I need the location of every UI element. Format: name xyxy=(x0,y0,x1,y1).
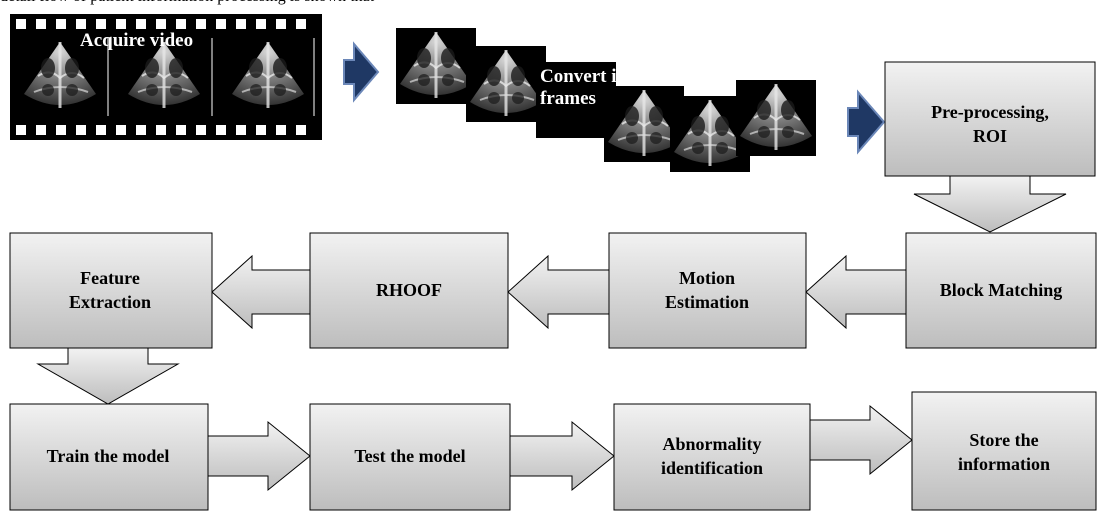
acquire-video-label: Acquire video xyxy=(80,30,193,51)
convert-frames-label-line2: frames xyxy=(540,88,596,109)
feature-extraction-box xyxy=(9,232,213,349)
store-information-box xyxy=(911,391,1097,511)
store-info-label-line2: information xyxy=(958,454,1050,474)
preprocessing-roi-box xyxy=(884,61,1096,177)
arrow-preprocessing-to-block-matching xyxy=(913,175,1067,233)
abnormality-label-line2: identification xyxy=(661,458,763,478)
frame-stack-1-image xyxy=(394,26,478,106)
motion-estimation-label-line1: Motion xyxy=(679,268,735,288)
frame-stack-3-image xyxy=(536,62,616,138)
abnormality-identification-box xyxy=(613,403,811,511)
frame-stack-2-image xyxy=(464,44,548,124)
rhoof-label: RHOOF xyxy=(376,280,442,300)
arrow-video-to-frames xyxy=(343,41,380,103)
arrow-feature-to-train xyxy=(36,347,180,405)
convert-frames-label-line1: Convert into xyxy=(540,66,643,87)
filmstrip-sprocket-holes-top xyxy=(16,19,306,29)
arrow-train-to-test xyxy=(207,420,311,492)
rhoof-box xyxy=(309,232,509,349)
store-info-label-line1: Store the xyxy=(969,430,1038,450)
top-caption-text: detail flow of patient information proce… xyxy=(0,0,1098,8)
train-model-box xyxy=(9,403,209,511)
arrow-test-to-abnormality xyxy=(509,420,615,492)
preprocessing-label-line1: Pre-processing, xyxy=(931,102,1049,122)
preprocessing-label-line2: ROI xyxy=(973,126,1007,146)
arrow-abnormality-to-store xyxy=(809,404,913,476)
feature-extraction-label-line1: Feature xyxy=(80,268,140,288)
frames-stack: Convert into frames xyxy=(394,26,818,174)
motion-estimation-label-line2: Estimation xyxy=(665,292,749,312)
block-matching-label: Block Matching xyxy=(940,280,1063,300)
arrow-frames-to-preprocessing xyxy=(847,89,886,155)
motion-estimation-box xyxy=(608,232,807,349)
frame-stack-6-image xyxy=(734,78,818,158)
test-model-label: Test the model xyxy=(354,446,465,466)
abnormality-label-line1: Abnormality xyxy=(663,434,762,454)
train-model-label: Train the model xyxy=(47,446,170,466)
video-frame-3-image xyxy=(226,36,310,116)
block-matching-box xyxy=(905,232,1097,349)
feature-extraction-label-line2: Extraction xyxy=(69,292,151,312)
test-model-box xyxy=(309,403,511,511)
arrow-motion-to-rhoof xyxy=(507,254,610,330)
arrow-rhoof-to-feature xyxy=(211,254,311,330)
filmstrip-sprocket-holes-bottom xyxy=(16,125,306,135)
video-filmstrip: Acquire video xyxy=(10,14,322,140)
arrow-block-matching-to-motion xyxy=(805,254,907,330)
